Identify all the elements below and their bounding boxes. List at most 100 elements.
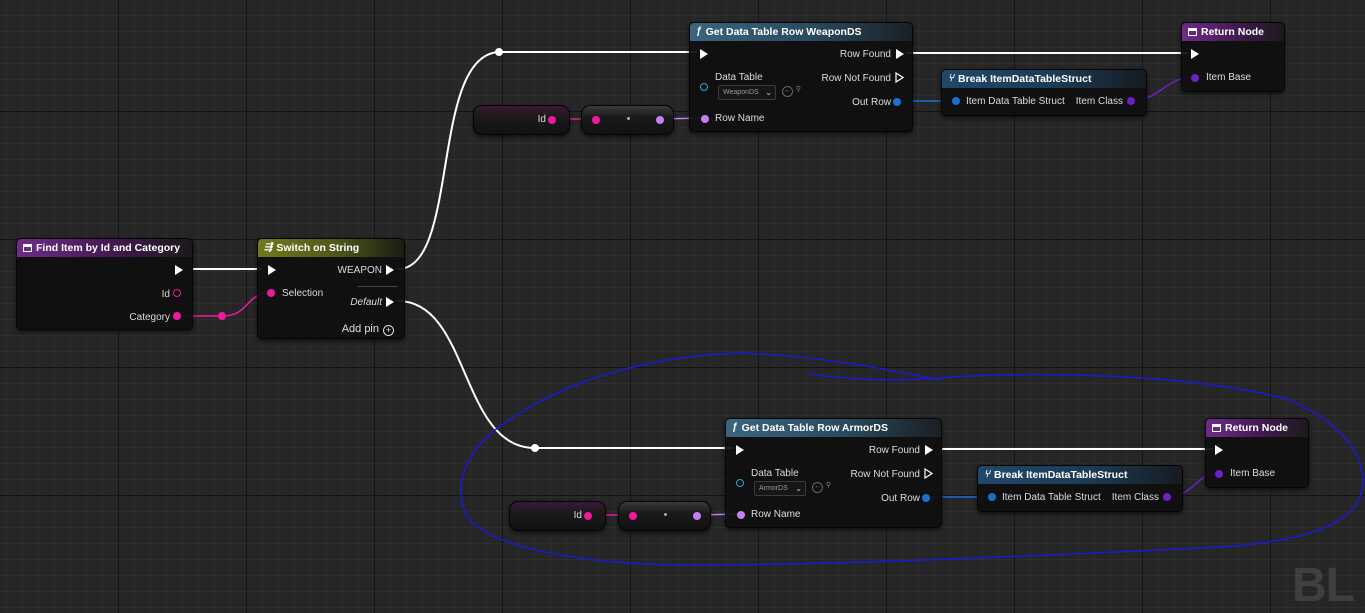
function-icon: ƒ <box>732 422 738 433</box>
pin-label-row-found: Row Found <box>868 445 920 456</box>
conv-input-pin[interactable] <box>629 512 637 520</box>
node-break-item-data-table-struct[interactable]: ⑂ Break ItemDataTableStruct Item Data Ta… <box>977 465 1183 512</box>
pin-label-item-class: Item Class <box>1111 492 1159 503</box>
browse-arrow-icon[interactable]: ← <box>812 482 823 493</box>
pin-label-row-not-found: Row Not Found <box>821 73 891 84</box>
conv-input-pin[interactable] <box>592 116 600 124</box>
conv-dot <box>627 117 630 120</box>
node-title: Find Item by Id and Category <box>36 242 181 254</box>
data-table-value: ArmorDS <box>759 485 788 492</box>
node-title: Return Node <box>1225 422 1288 434</box>
exec-in-pin[interactable] <box>268 265 276 275</box>
add-pin-label: Add pin <box>341 323 379 335</box>
pin-label-weapon: WEAPON <box>337 265 382 276</box>
exec-in-pin[interactable] <box>700 49 708 59</box>
row-not-found-exec-pin[interactable] <box>924 468 933 479</box>
node-header: ⇶ Switch on String <box>258 239 404 257</box>
switch-icon: ⇶ <box>264 242 273 253</box>
node-conv-string-to-name[interactable] <box>618 501 711 531</box>
item-base-pin[interactable] <box>1191 74 1199 82</box>
add-pin-button[interactable]: Add pin + <box>342 323 394 336</box>
reroute-knot[interactable] <box>495 48 503 56</box>
exec-in-pin[interactable] <box>736 445 744 455</box>
pin-label-item-class: Item Class <box>1075 96 1123 107</box>
node-header: ⑂ Break ItemDataTableStruct <box>942 70 1146 88</box>
default-exec-pin[interactable] <box>386 297 394 307</box>
node-get-id[interactable]: Id <box>509 501 606 531</box>
exec-in-pin[interactable] <box>1191 49 1199 59</box>
node-return-armor[interactable]: Return Node Item Base <box>1205 418 1309 488</box>
category-pin[interactable] <box>173 312 181 320</box>
exec-wire <box>397 300 536 449</box>
browse-arrow-icon[interactable]: ← <box>782 86 793 97</box>
node-title: Return Node <box>1201 26 1264 38</box>
node-switch-on-string[interactable]: ⇶ Switch on String Selection WEAPON Defa… <box>257 238 405 339</box>
getter-label: Id <box>573 510 582 521</box>
search-icon[interactable]: ⚲ <box>825 482 832 489</box>
pin-label-row-name: Row Name <box>751 509 801 520</box>
pin-label-default: Default <box>350 297 382 308</box>
id-pin[interactable] <box>173 289 181 297</box>
weapon-exec-pin[interactable] <box>386 265 394 275</box>
conv-output-pin[interactable] <box>693 512 701 520</box>
out-row-pin[interactable] <box>893 98 901 106</box>
node-title: Break ItemDataTableStruct <box>994 469 1128 481</box>
struct-input-pin[interactable] <box>952 97 960 105</box>
id-output-pin[interactable] <box>584 512 592 520</box>
data-table-dropdown[interactable]: ArmorDS ⌄ <box>754 481 806 496</box>
node-header: ⑂ Break ItemDataTableStruct <box>978 466 1182 484</box>
pin-label-item-base: Item Base <box>1230 468 1276 479</box>
node-find-item-entry[interactable]: Find Item by Id and Category Id Category <box>16 238 193 330</box>
data-table-pin[interactable] <box>736 479 744 487</box>
row-found-exec-pin[interactable] <box>925 445 933 455</box>
node-conv-string-to-name[interactable] <box>581 105 674 135</box>
exec-wire <box>397 51 500 270</box>
getter-label: Id <box>537 114 546 125</box>
chevron-down-icon: ⌄ <box>765 88 772 97</box>
break-struct-icon: ⑂ <box>984 469 990 480</box>
node-title: Get Data Table Row ArmorDS <box>741 422 889 434</box>
row-not-found-exec-pin[interactable] <box>895 72 904 83</box>
plus-circle-icon: + <box>383 325 394 336</box>
selection-pin[interactable] <box>267 289 275 297</box>
function-entry-icon <box>23 244 32 252</box>
pin-label-struct: Item Data Table Struct <box>1002 492 1101 503</box>
item-base-pin[interactable] <box>1215 470 1223 478</box>
item-class-pin[interactable] <box>1163 493 1171 501</box>
node-get-id[interactable]: Id <box>473 105 570 135</box>
node-break-item-data-table-struct[interactable]: ⑂ Break ItemDataTableStruct Item Data Ta… <box>941 69 1147 116</box>
data-table-pin[interactable] <box>700 83 708 91</box>
pin-label-out-row: Out Row <box>852 97 891 108</box>
reroute-knot[interactable] <box>218 312 226 320</box>
exec-in-pin[interactable] <box>1215 445 1223 455</box>
out-row-pin[interactable] <box>922 494 930 502</box>
row-name-pin[interactable] <box>701 115 709 123</box>
conv-output-pin[interactable] <box>656 116 664 124</box>
node-title: Switch on String <box>276 242 360 254</box>
reroute-knot[interactable] <box>531 444 539 452</box>
pin-label-item-base: Item Base <box>1206 72 1252 83</box>
node-title: Break ItemDataTableStruct <box>958 73 1092 85</box>
node-get-data-table-row-armor[interactable]: ƒ Get Data Table Row ArmorDS Data Table … <box>725 418 942 528</box>
node-return-weapon[interactable]: Return Node Item Base <box>1181 22 1285 92</box>
search-icon[interactable]: ⚲ <box>795 86 802 93</box>
pin-label-struct: Item Data Table Struct <box>966 96 1065 107</box>
id-output-pin[interactable] <box>548 116 556 124</box>
pin-label-row-found: Row Found <box>839 49 891 60</box>
data-table-dropdown[interactable]: WeaponDS ⌄ <box>718 85 776 100</box>
row-name-pin[interactable] <box>737 511 745 519</box>
return-icon <box>1212 424 1221 432</box>
node-header: ƒ Get Data Table Row WeaponDS <box>690 23 912 41</box>
item-class-pin[interactable] <box>1127 97 1135 105</box>
pin-label-out-row: Out Row <box>881 493 920 504</box>
row-found-exec-pin[interactable] <box>896 49 904 59</box>
pin-label-data-table: Data Table <box>715 72 763 83</box>
pin-label-row-name: Row Name <box>715 113 765 124</box>
data-table-value: WeaponDS <box>723 89 759 96</box>
struct-input-pin[interactable] <box>988 493 996 501</box>
chevron-down-icon: ⌄ <box>795 484 802 493</box>
pin-label-id: Id <box>161 289 170 300</box>
exec-out-pin[interactable] <box>175 265 183 275</box>
pin-label-data-table: Data Table <box>751 468 799 479</box>
node-get-data-table-row-weapon[interactable]: ƒ Get Data Table Row WeaponDS Data Table… <box>689 22 913 132</box>
